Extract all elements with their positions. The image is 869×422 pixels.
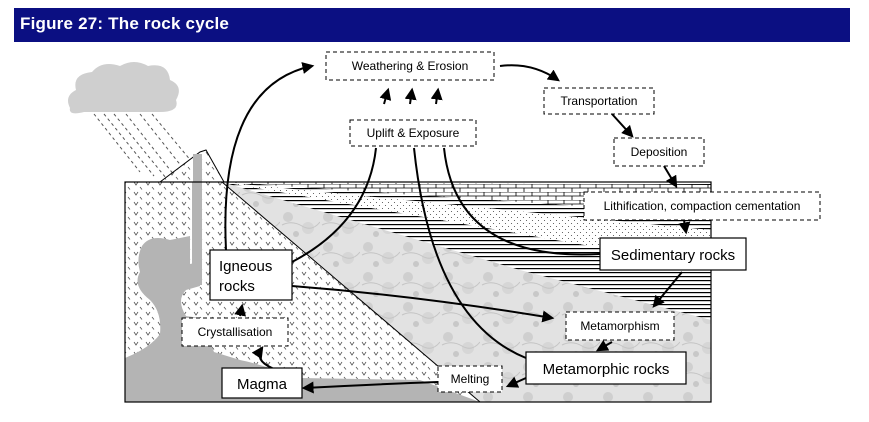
transportation-label: Transportation: [561, 94, 638, 108]
magma-body: [125, 165, 480, 402]
figure-header: Figure 27: The rock cycle: [14, 8, 850, 42]
metamorphic-label: Metamorphic rocks: [543, 361, 670, 378]
process-deposition: Deposition: [613, 137, 705, 167]
magma-label: Magma: [237, 376, 288, 393]
cycle-arrows: [224, 62, 691, 394]
crystallisation-label: Crystallisation: [198, 325, 273, 339]
process-uplift: Uplift & Exposure: [349, 119, 477, 147]
volcano-icon: [158, 149, 225, 184]
metamorphism-label: Metamorphism: [580, 319, 659, 333]
process-transportation: Transportation: [543, 87, 655, 115]
igneous-region: [125, 182, 480, 402]
igneous-label-line2: rocks: [219, 278, 255, 295]
uplift-label: Uplift & Exposure: [367, 126, 460, 140]
rock-sedimentary: Sedimentary rocks: [599, 237, 747, 271]
figure-title: Figure 27: The rock cycle: [20, 14, 230, 33]
rain-cloud-icon: [68, 62, 193, 181]
process-weathering: Weathering & Erosion: [325, 51, 495, 81]
rock-metamorphic: Metamorphic rocks: [525, 351, 687, 385]
melting-label: Melting: [451, 372, 490, 386]
rock-magma: Magma: [221, 367, 303, 399]
process-melting: Melting: [437, 365, 503, 393]
rock-igneous: Igneous rocks: [209, 249, 293, 301]
weathering-label: Weathering & Erosion: [352, 59, 469, 73]
sandstone-layer: [222, 182, 711, 262]
lithification-label: Lithification, compaction cementation: [604, 199, 801, 213]
process-lithification: Lithification, compaction cementation: [583, 191, 821, 221]
process-metamorphism: Metamorphism: [565, 311, 675, 341]
igneous-label-line1: Igneous: [219, 258, 272, 275]
deposition-label: Deposition: [631, 145, 688, 159]
sedimentary-label: Sedimentary rocks: [611, 247, 735, 264]
process-crystallisation: Crystallisation: [181, 317, 289, 347]
